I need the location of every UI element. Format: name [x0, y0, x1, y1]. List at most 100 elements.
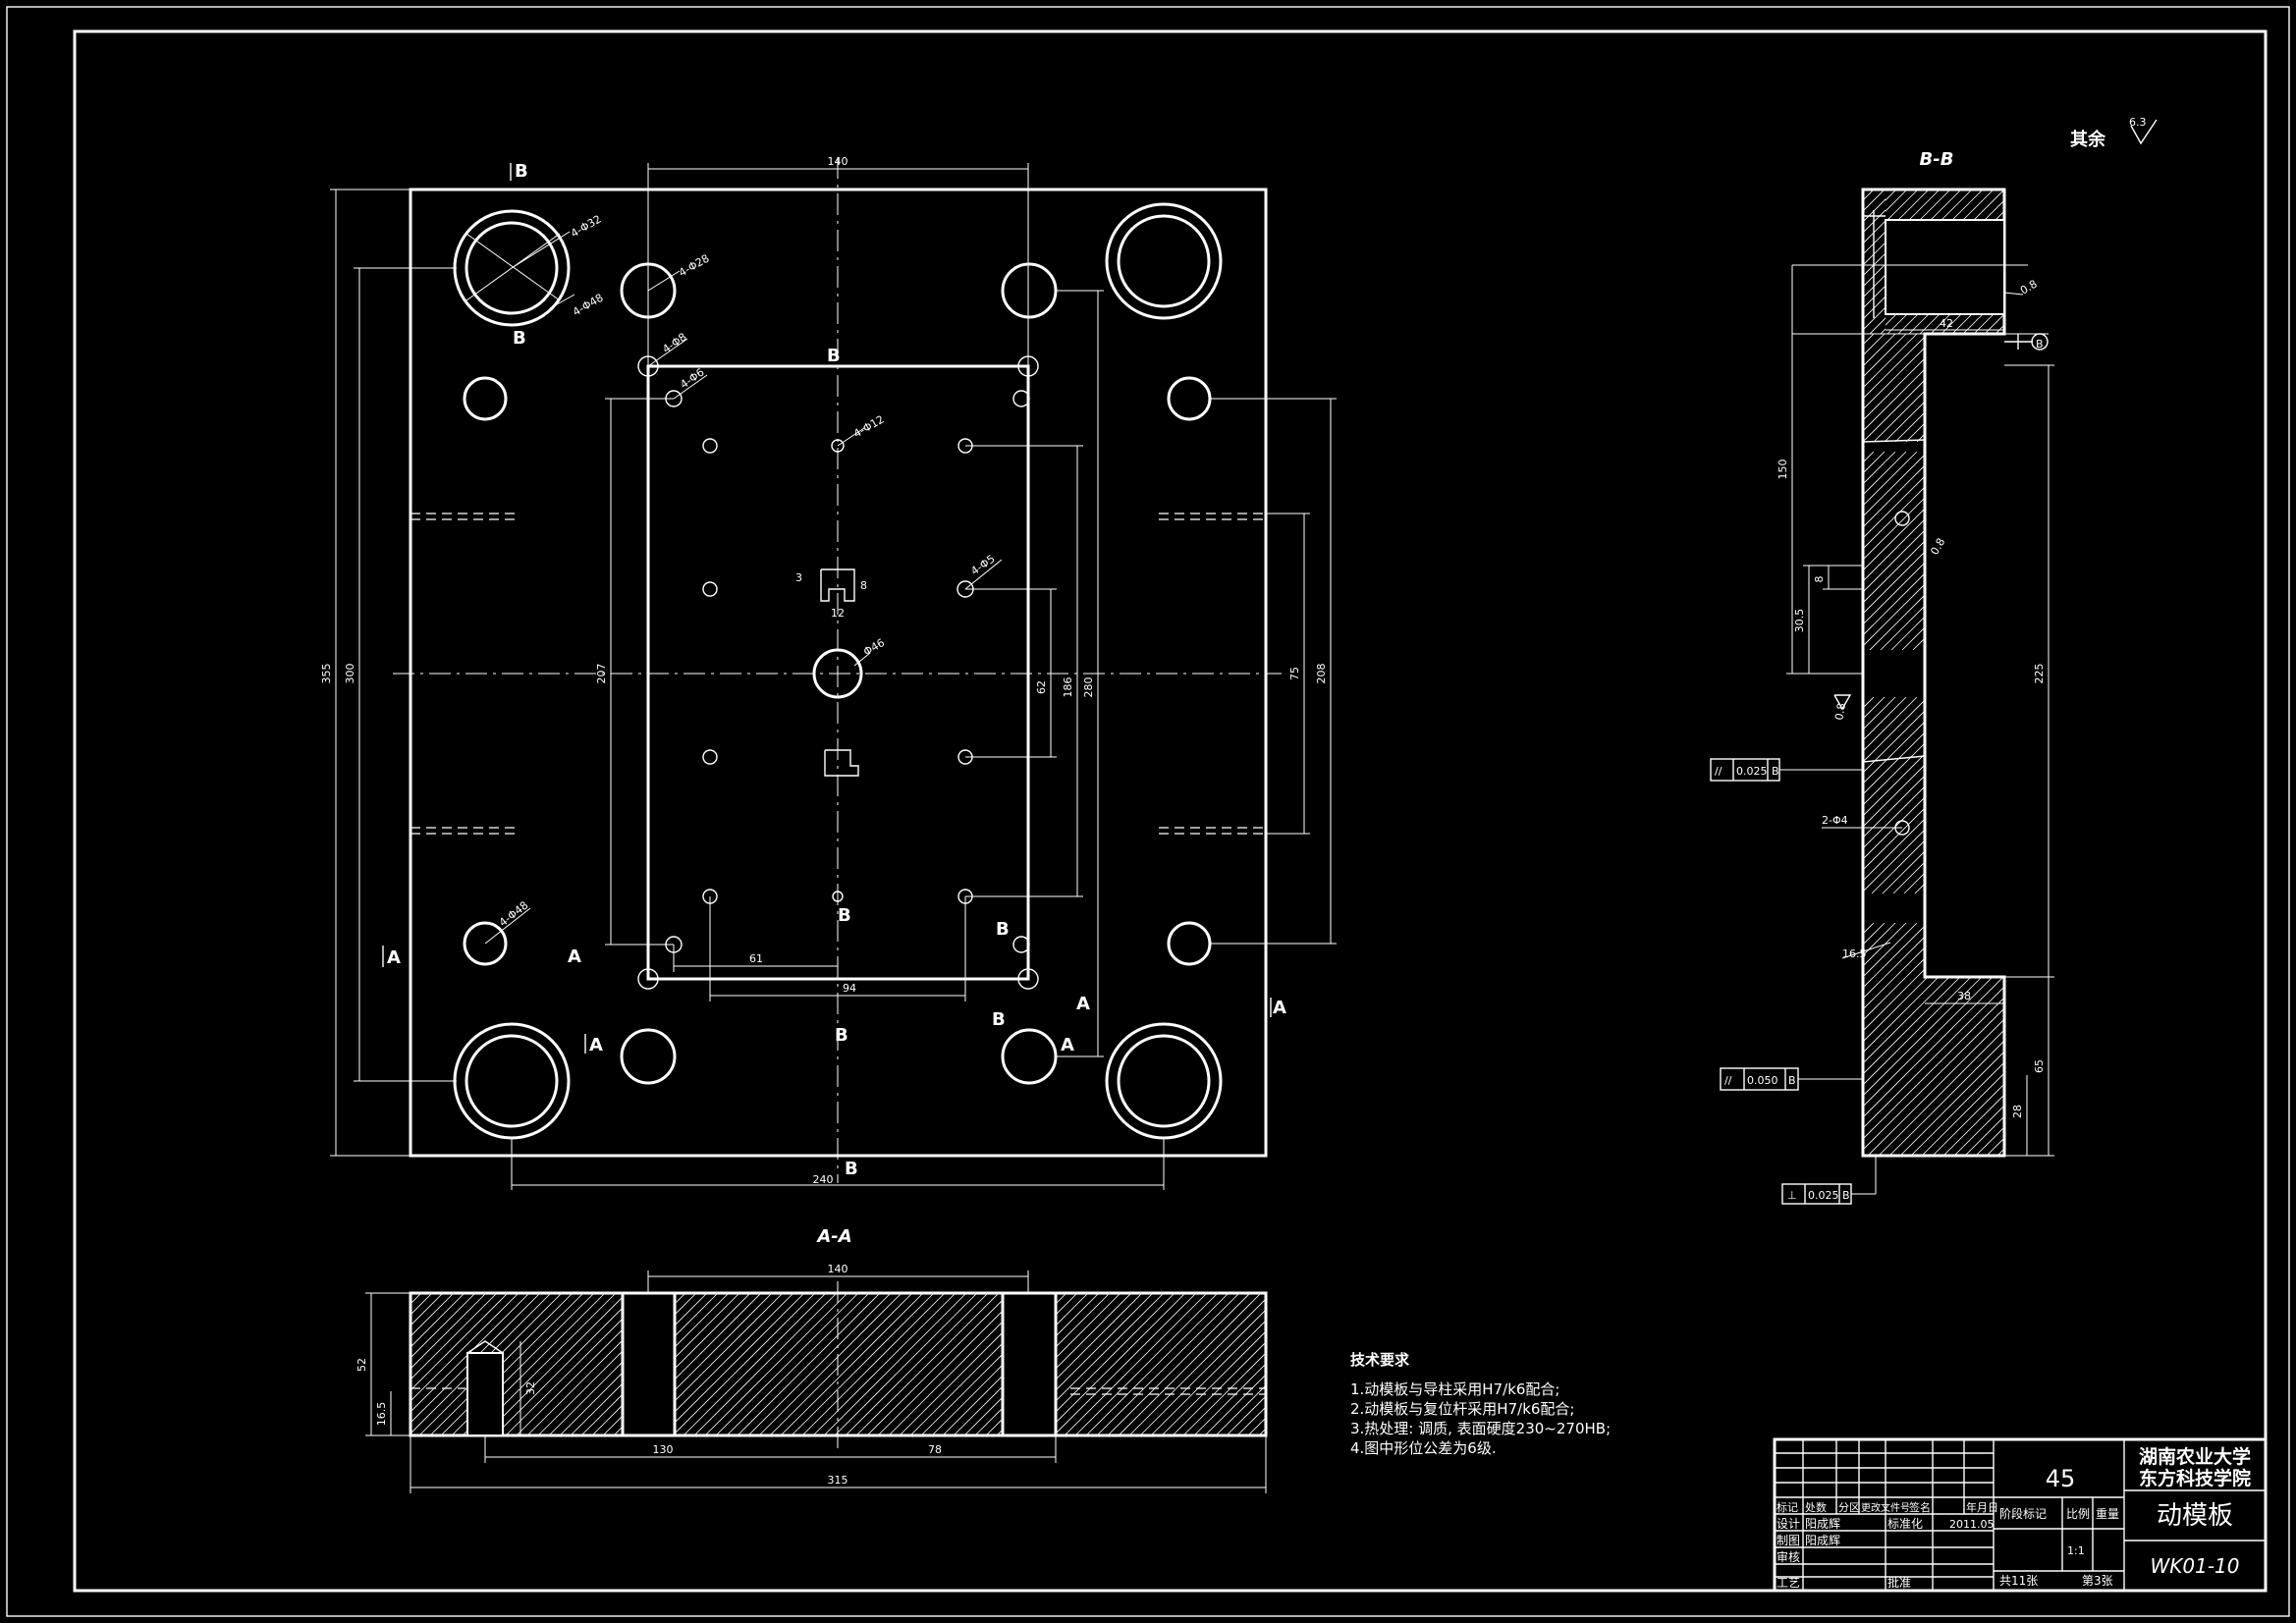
svg-text:分区: 分区: [1838, 1501, 1860, 1514]
tolerance-frame-1: // 0.025 B: [1710, 758, 1863, 782]
svg-text:阳成辉: 阳成辉: [1805, 1534, 1840, 1547]
bb-dim-42: 42: [1940, 317, 1953, 330]
svg-text:标记: 标记: [1777, 1500, 1798, 1514]
svg-text:B: B: [838, 905, 851, 926]
svg-text:B: B: [827, 346, 841, 366]
outer-border: [6, 6, 2290, 1617]
tech-item-2: 2.动模板与复位杆采用H7/k6配合;: [1350, 1400, 1574, 1418]
school-name-1: 湖南农业大学: [2139, 1445, 2251, 1468]
svg-text:B: B: [992, 1009, 1006, 1030]
svg-text:共11张: 共11张: [1999, 1574, 2038, 1588]
part-name: 动模板: [2157, 1501, 2233, 1531]
svg-text:制图: 制图: [1777, 1534, 1800, 1547]
title-block: 45 湖南农业大学 东方科技学院 动模板 WK01-10 标记 处数 分区 更改…: [1773, 1437, 2268, 1593]
svg-text:0.025: 0.025: [1736, 765, 1768, 778]
bb-dim-8: 8: [1813, 576, 1826, 583]
bb-r08-c: 0.8: [1832, 702, 1848, 721]
svg-text:B: B: [996, 919, 1010, 940]
svg-text:第3张: 第3张: [2082, 1574, 2113, 1588]
svg-text:B: B: [845, 1159, 858, 1179]
dim-140-top: 140: [828, 155, 848, 168]
slot-dim-3: 3: [795, 571, 802, 584]
svg-text:年月日: 年月日: [1966, 1500, 1998, 1514]
section-markers: B B B B B B B B A A A A A A: [382, 161, 1286, 1179]
svg-text:A: A: [589, 1035, 603, 1055]
bb-section-label: B-B: [1920, 149, 1954, 170]
svg-text:工艺: 工艺: [1777, 1576, 1800, 1590]
aa-dim-16-5: 16.5: [375, 1402, 388, 1427]
tech-title: 技术要求: [1350, 1351, 1410, 1369]
svg-text:设计: 设计: [1777, 1517, 1800, 1531]
bb-holes-label: 2-Φ4: [1822, 814, 1848, 827]
svg-text:B: B: [1772, 765, 1779, 778]
tech-item-1: 1.动模板与导柱采用H7/k6配合;: [1350, 1380, 1559, 1398]
svg-text:A: A: [387, 947, 401, 968]
slot-dim-12: 12: [831, 607, 845, 620]
roughness-value: 6.3: [2129, 116, 2147, 129]
svg-text:阳成辉: 阳成辉: [1805, 1517, 1840, 1531]
roughness-qiyu: 其余: [2070, 129, 2106, 150]
svg-text://: //: [1724, 1074, 1732, 1087]
tolerance-frame-2: // 0.050 B: [1720, 1067, 1863, 1091]
svg-text://: //: [1715, 765, 1722, 778]
tolerance-frame-3: ⊥ 0.025 B: [1781, 1156, 1877, 1205]
aa-dim-130: 130: [653, 1443, 674, 1456]
dim-186: 186: [1062, 677, 1074, 698]
svg-text:B: B: [515, 161, 528, 182]
svg-text:A: A: [1076, 994, 1090, 1014]
aa-dim-32: 32: [524, 1381, 537, 1395]
bb-dim-28: 28: [2011, 1105, 2024, 1118]
tech-item-4: 4.图中形位公差为6级.: [1350, 1439, 1497, 1457]
dim-355: 355: [320, 664, 333, 684]
svg-text:B: B: [835, 1025, 848, 1046]
dim-208: 208: [1315, 664, 1328, 684]
svg-text:0.050: 0.050: [1747, 1074, 1778, 1087]
bb-dim-38: 38: [1957, 990, 1971, 1002]
aa-section-label: A-A: [815, 1226, 851, 1247]
dim-94: 94: [843, 982, 856, 995]
svg-text:B: B: [1788, 1074, 1796, 1087]
bb-section: B-B 其余 6.3 42 150 30.5 8 225 65: [1777, 116, 2158, 1158]
school-name-2: 东方科技学院: [2139, 1467, 2251, 1489]
svg-text:B: B: [1842, 1189, 1850, 1202]
svg-text:标准化: 标准化: [1887, 1517, 1923, 1531]
svg-text:A: A: [1061, 1035, 1074, 1055]
svg-text:B: B: [513, 328, 526, 349]
aa-dim-140: 140: [828, 1263, 848, 1275]
svg-text:0.025: 0.025: [1808, 1189, 1839, 1202]
dim-75: 75: [1288, 667, 1301, 680]
svg-text:处数: 处数: [1805, 1501, 1827, 1514]
dim-300: 300: [344, 664, 356, 684]
drawing-number: WK01-10: [2150, 1554, 2239, 1578]
inner-border: [73, 29, 2268, 1593]
bb-hatch: [1863, 189, 2004, 1156]
svg-text:2011.05: 2011.05: [1949, 1518, 1995, 1531]
dim-62: 62: [1035, 680, 1048, 694]
tech-item-3: 3.热处理: 调质, 表面硬度230~270HB;: [1350, 1420, 1611, 1437]
aa-dim-78: 78: [928, 1443, 942, 1456]
svg-text:签名: 签名: [1909, 1500, 1931, 1514]
slot-dim-8: 8: [860, 579, 867, 592]
tech-requirements: 技术要求 1.动模板与导柱采用H7/k6配合; 2.动模板与复位杆采用H7/k6…: [1350, 1351, 1611, 1457]
aa-section: A-A 140 52 16.5 32 130 78: [355, 1226, 1268, 1493]
bb-dim-150: 150: [1777, 460, 1789, 480]
datum-b: B: [2036, 338, 2044, 351]
dim-280: 280: [1082, 677, 1095, 698]
svg-text:比例: 比例: [2066, 1507, 2090, 1521]
dim-240: 240: [813, 1173, 834, 1186]
svg-text:批准: 批准: [1887, 1575, 1911, 1590]
svg-text:A: A: [568, 947, 581, 967]
dim-61: 61: [749, 952, 763, 965]
bb-dim-65: 65: [2033, 1059, 2046, 1073]
svg-text:更改文件号: 更改文件号: [1861, 1501, 1910, 1514]
aa-hatch: [410, 1293, 1266, 1435]
bb-dim-16-5: 16.5: [1842, 947, 1867, 960]
dim-207: 207: [595, 664, 608, 684]
svg-text:⊥: ⊥: [1787, 1189, 1797, 1202]
material: 45: [2046, 1465, 2076, 1492]
svg-text:阶段标记: 阶段标记: [1999, 1506, 2047, 1521]
bb-dim-225: 225: [2033, 664, 2046, 684]
svg-text:A: A: [1273, 998, 1286, 1018]
bb-dim-30-5: 30.5: [1793, 609, 1806, 633]
